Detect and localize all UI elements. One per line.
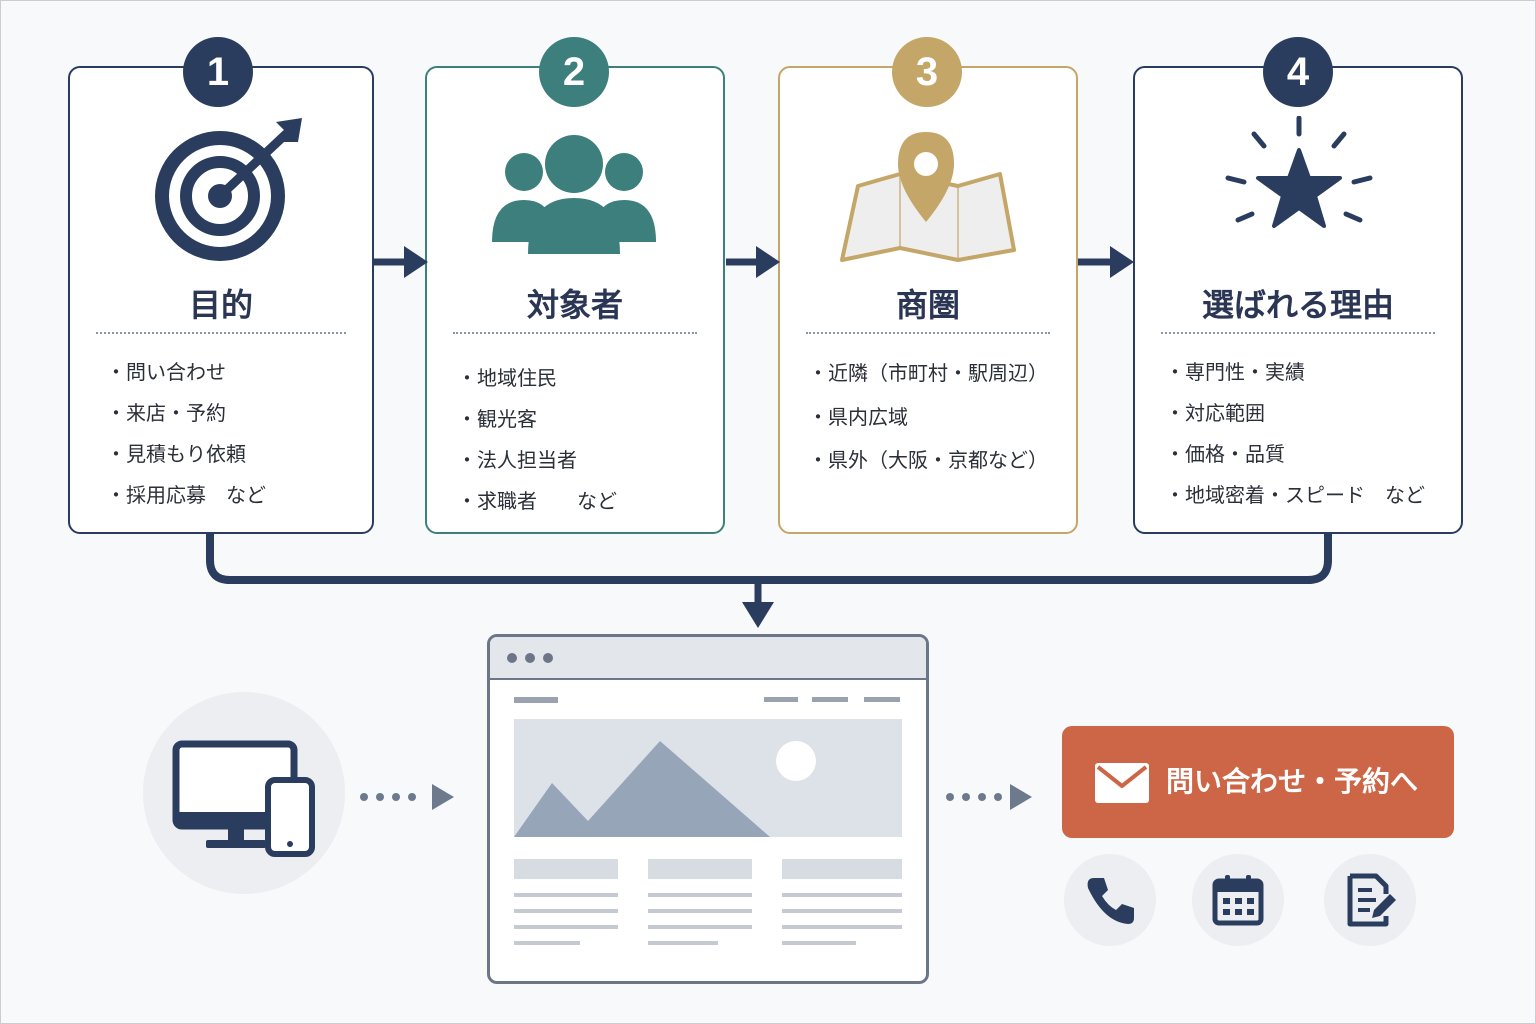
step-card-reason-chosen: 選ばれる理由 専門性・実績 対応範囲 価格・品質 地域密着・スピード など [1133, 66, 1463, 534]
step-number-badge: 4 [1263, 37, 1333, 107]
dotted-arrow-icon [946, 784, 1032, 810]
divider [806, 332, 1050, 334]
website-wireframe [490, 637, 926, 945]
step-item-list: 専門性・実績 対応範囲 価格・品質 地域密着・スピード など [1165, 352, 1425, 516]
calendar-icon [1212, 875, 1264, 926]
divider [96, 332, 346, 334]
star-icon [1225, 116, 1373, 228]
dotted-arrow-icon [360, 784, 454, 810]
list-item: 見積もり依頼 [106, 434, 266, 475]
list-item: 採用応募 など [106, 475, 266, 516]
target-icon [155, 118, 302, 261]
step-number-badge: 1 [183, 37, 253, 107]
step-title: 商圏 [895, 286, 960, 324]
divider [1161, 332, 1435, 334]
list-item: 対応範囲 [1165, 393, 1425, 434]
list-item: 県内広域 [808, 396, 1048, 440]
phone-button[interactable] [1064, 854, 1156, 946]
calendar-button[interactable] [1192, 854, 1284, 946]
arrow-right-icon [726, 246, 780, 278]
step-item-list: 問い合わせ 来店・予約 見積もり依頼 採用応募 など [106, 352, 266, 516]
list-item: 問い合わせ [106, 352, 266, 393]
step-number-badge: 2 [539, 37, 609, 107]
form-icon [1347, 873, 1396, 927]
merge-connector [206, 534, 1332, 628]
step-title: 対象者 [526, 286, 623, 324]
phone-icon [1087, 878, 1134, 924]
list-item: 専門性・実績 [1165, 352, 1425, 393]
devices-icon [172, 740, 315, 857]
contact-reservation-button[interactable]: 問い合わせ・予約へ [1062, 726, 1454, 838]
step-card-target-audience: 対象者 地域住民 観光客 法人担当者 求職者 など [425, 66, 725, 534]
list-item: 地域密着・スピード など [1165, 475, 1425, 516]
map-pin-icon [840, 132, 1016, 262]
list-item: 法人担当者 [457, 440, 617, 481]
list-item: 県外（大阪・京都など） [808, 439, 1048, 483]
step-item-list: 近隣（市町村・駅周辺） 県内広域 県外（大阪・京都など） [808, 352, 1048, 483]
arrow-right-icon [374, 246, 428, 278]
list-item: 価格・品質 [1165, 434, 1425, 475]
list-item: 来店・予約 [106, 393, 266, 434]
form-button[interactable] [1324, 854, 1416, 946]
step-item-list: 地域住民 観光客 法人担当者 求職者 など [457, 358, 617, 522]
arrow-right-icon [1078, 246, 1134, 278]
step-title: 選ばれる理由 [1201, 286, 1394, 324]
website-mockup [487, 634, 929, 984]
list-item: 観光客 [457, 399, 617, 440]
step-title: 目的 [188, 286, 253, 324]
divider [453, 332, 697, 334]
cta-label: 問い合わせ・予約へ [1166, 765, 1419, 798]
list-item: 近隣（市町村・駅周辺） [808, 352, 1048, 396]
mail-icon [1095, 763, 1149, 803]
list-item: 地域住民 [457, 358, 617, 399]
people-icon [492, 135, 656, 254]
step-number-badge: 3 [892, 37, 962, 107]
list-item: 求職者 など [457, 481, 617, 522]
